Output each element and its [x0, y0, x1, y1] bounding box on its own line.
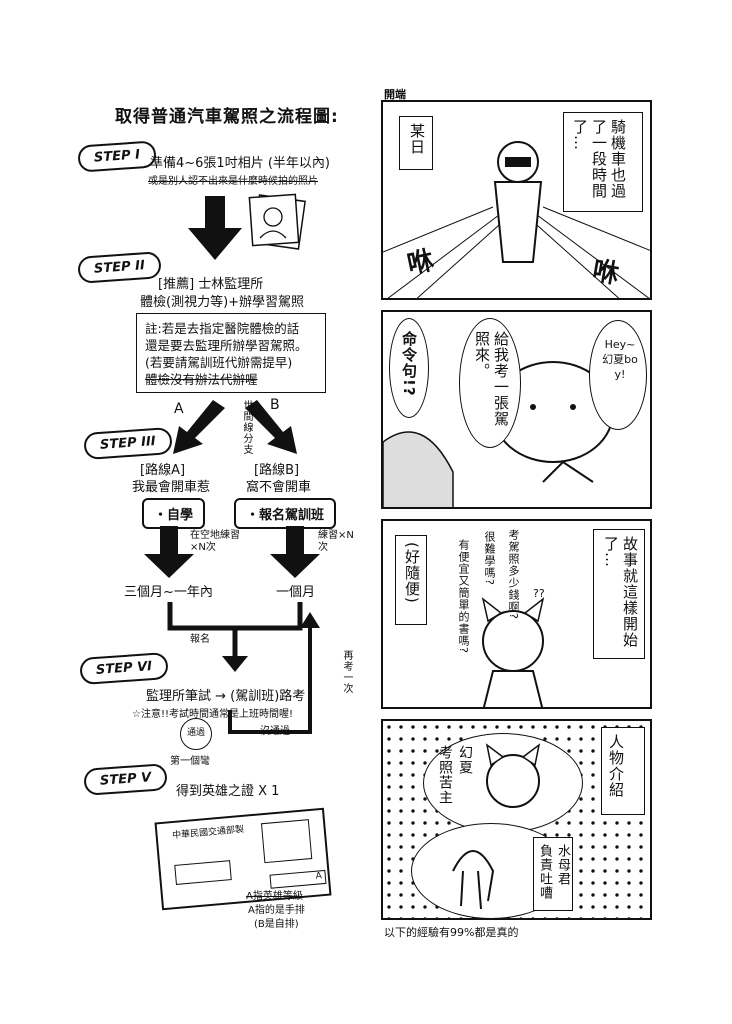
panel1-box-left: 某日: [408, 123, 426, 155]
character-intro-icon: [452, 743, 541, 910]
fork-label-a: A: [174, 401, 184, 417]
route-b-tag: [路線B]: [254, 463, 300, 478]
panel2-right-bubble: Hey~幻夏boy!: [602, 338, 638, 381]
route-b-button: ・報名駕訓班: [234, 498, 337, 529]
fail-note: 沒通過: [260, 726, 290, 737]
step2-line2: 體檢(測視力等)+辦學習駕照: [140, 295, 305, 310]
fork-label-b: B: [270, 397, 280, 413]
step4-text: 監理所筆試 → (駕訓班)路考: [146, 689, 306, 704]
step4-badge: STEP VI: [79, 651, 169, 686]
down-arrow-a-icon: [144, 526, 194, 578]
down-arrow-icon: [188, 196, 242, 260]
panel2-left-text: 命令句!?: [400, 331, 418, 397]
step4-warning: ☆注意!!考試時間通常是上班時間喔!: [132, 709, 293, 720]
route-a-tag: [路線A]: [140, 463, 186, 478]
route-a-desc: 我最會開車惹: [132, 480, 211, 495]
route-b-desc: 窩不會開車: [246, 480, 312, 495]
step2-line1: [推薦] 士林監理所: [158, 277, 264, 292]
note-box: 註:若是去指定醫院體檢的話 還是要去監理所辦學習駕照。 (若要請駕訓班代辦需提早…: [136, 313, 326, 393]
route-a-time: 三個月~一年內: [124, 585, 213, 600]
license-caption3: (B是自排): [254, 919, 299, 930]
panel3-left-box: (好隨便): [403, 542, 421, 604]
pass-stamp: 通過: [180, 718, 212, 750]
note-line1: 註:若是去指定醫院體檢的話: [145, 321, 300, 336]
fork-arrows-icon: [173, 400, 297, 454]
license-class: A: [269, 869, 327, 889]
photo-stack-icon: [248, 193, 306, 250]
merge-arrows-icon: [167, 602, 320, 734]
panel2-middle-bubble: 給我考一張駕照來。: [473, 331, 510, 427]
signup-note: 報名: [190, 634, 210, 645]
step1-badge: STEP I: [77, 140, 157, 173]
panel3-thought2: 很難學嗎?: [483, 531, 496, 586]
step5-badge: STEP V: [83, 763, 169, 796]
fork-split-note: 世間線分支: [241, 400, 252, 455]
bear-character-icon: [383, 361, 614, 507]
comic-panel-3: (好隨便) 考駕照多少錢啊? 很難學嗎? 有便宜又簡單的書嗎? ?? 故事就這樣…: [381, 519, 652, 709]
down-arrow-b-icon: [270, 526, 320, 578]
comic-panel-1: 某日 騎機車也過了一段時間了… 咻 咻: [381, 100, 652, 300]
comic-panel-2: 命令句!? 給我考一張駕照來。 Hey~幻夏boy!: [381, 310, 652, 509]
step1-note: 或是別人認不出來是什麼時候拍的照片: [148, 176, 318, 187]
pass-sub: 第一個彎: [170, 756, 210, 767]
license-field: [174, 860, 232, 885]
step5-text: 得到英雄之證 X 1: [176, 784, 280, 799]
note-line3: (若要請駕訓班代辦需提早): [145, 355, 293, 370]
panel3-right-box: 故事就這樣開始了…: [602, 536, 639, 648]
step3-badge: STEP III: [83, 426, 173, 461]
panel1-box-right: 騎機車也過了一段時間了…: [571, 119, 627, 199]
panel4-char1-name: 幻夏: [457, 745, 473, 775]
route-a-practice: 在空地練習×N次: [190, 530, 240, 553]
panel4-char2-role: 負責吐嘈: [537, 844, 552, 900]
license-photo: [260, 819, 313, 864]
license-caption2: A指的是手排: [248, 905, 305, 916]
note-line4: 體檢沒有辦法代辦喔: [145, 372, 258, 387]
flowchart-title: 取得普通汽車駕照之流程圖:: [115, 107, 339, 127]
license-caption1: A指英雄等級: [246, 891, 303, 902]
step1-text: 準備4~6張1吋相片 (半年以內): [150, 156, 330, 171]
step2-badge: STEP II: [77, 251, 162, 284]
route-b-time: 一個月: [276, 585, 316, 600]
comic-header: 開端: [384, 88, 406, 101]
panel4-box-right: 人物介紹: [607, 734, 625, 798]
comic-footer: 以下的經驗有99%都是真的: [384, 926, 519, 939]
panel3-thought3: 有便宜又簡單的書嗎?: [457, 539, 470, 654]
panel4-char1-role: 考照苦主: [437, 745, 453, 805]
cat-girl-character-icon: [481, 597, 545, 707]
comic-panel-4: 幻夏 考照苦主 人物介紹 水母君 負責吐嘈: [381, 719, 652, 920]
retry-note: 再考一次: [341, 650, 352, 694]
note-line2: 還是要去監理所辦學習駕照。: [145, 338, 308, 353]
panel3-thought4: ??: [533, 587, 545, 600]
speed-lines-icon: [383, 141, 650, 298]
route-b-practice: 練習×N次: [318, 530, 354, 553]
panel3-thought1: 考駕照多少錢啊?: [507, 529, 520, 620]
panel4-char2-name: 水母君: [555, 844, 570, 886]
